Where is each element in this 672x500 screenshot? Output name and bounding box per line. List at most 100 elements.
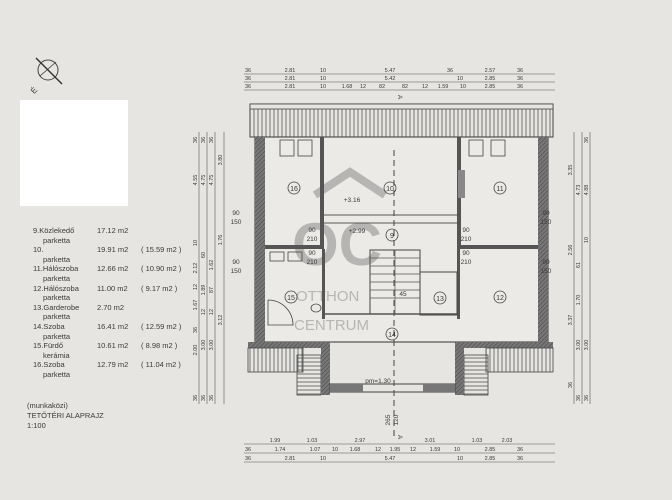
dimension-label: 12	[360, 84, 366, 90]
dimension-label: 36	[245, 84, 251, 90]
room-net-area: ( 11.04 m2 )	[141, 360, 181, 370]
dimension-label: 3.01	[425, 438, 436, 444]
dimension-label: 2.81	[285, 76, 296, 82]
door-width: 90	[308, 227, 316, 234]
dimension-label: 1.62	[209, 260, 215, 271]
dimension-label: 2.56	[568, 245, 574, 256]
dimension-label: 60	[201, 252, 207, 258]
room-number-13: 13	[433, 291, 447, 305]
room-number-10: 10	[383, 181, 397, 195]
dimension-label: 4.75	[201, 175, 207, 186]
dimension-label: 4.75	[209, 175, 215, 186]
sill-height-label: pm=1.30	[365, 378, 391, 385]
room-name: 14.Szoba	[33, 321, 65, 331]
room-name: 12.Hálószoba	[33, 283, 79, 293]
door-width: 90	[462, 227, 470, 234]
dimension-label: 4.73	[576, 185, 582, 196]
dimension-label: 12	[193, 284, 199, 290]
dimension-label: 1.59	[438, 84, 449, 90]
dimension-label: 36	[245, 68, 251, 74]
dimension-label: 3.37	[568, 315, 574, 326]
room-number-9: 9	[385, 228, 399, 242]
svg-text:15: 15	[287, 295, 295, 302]
garderobe-walls	[419, 271, 458, 316]
dimension-label: 3.80	[218, 155, 224, 166]
dimension-label: 1.67	[193, 300, 199, 311]
wall-left	[255, 137, 265, 342]
dimension-label: 2.81	[285, 68, 296, 74]
dimension-label: 12	[422, 84, 428, 90]
room-area: 16.41 m2	[97, 321, 129, 331]
dimension-label: 10	[193, 240, 199, 246]
dimension-label: 2.81	[285, 456, 296, 462]
dimension-label: 36	[517, 447, 523, 453]
dimension-label: 3.00	[584, 340, 590, 351]
dimension-label: 36	[193, 395, 199, 401]
room-finish: parketta	[43, 254, 71, 264]
dormer-left	[247, 342, 330, 396]
svg-text:13: 13	[436, 296, 444, 303]
dimension-label: 10	[584, 237, 590, 243]
dimension-label: 4.55	[193, 175, 199, 186]
room-number-15: 15	[284, 290, 298, 304]
dimension-label: 36	[517, 456, 523, 462]
svg-text:CENTRUM: CENTRUM	[294, 317, 369, 334]
dimension-label: 2.85	[485, 456, 496, 462]
room-number-11: 11	[493, 181, 507, 195]
door-height: 210	[307, 259, 318, 266]
roof-windows	[279, 139, 506, 157]
room-finish: parketta	[43, 369, 71, 379]
dimension-label: 10	[454, 447, 460, 453]
dimension-label: 36	[209, 137, 215, 143]
room-net-area: ( 15.59 m2 )	[141, 245, 182, 255]
redacted-box	[20, 100, 128, 206]
dimension-label: 2.85	[485, 84, 496, 90]
room-area: 19.91 m2	[97, 245, 129, 255]
dimension-label: 10	[460, 84, 466, 90]
room-finish: parketta	[43, 331, 71, 341]
window-width: 90	[232, 210, 240, 217]
dimension-label: 10	[320, 68, 326, 74]
dimension-label: 1.03	[307, 438, 318, 444]
door-height: 210	[461, 259, 472, 266]
window-height: 150	[231, 268, 242, 275]
legend-row: 10.19.91 m2( 15.59 m2 )	[33, 245, 181, 255]
dimension-label: 3.00	[576, 340, 582, 351]
room-name: 11.Hálószoba	[33, 264, 79, 274]
room-finish: kerámia	[43, 350, 70, 360]
room-area: 10.61 m2	[97, 341, 129, 351]
dimension-label: 1.68	[342, 84, 353, 90]
dimension-label: 87	[209, 287, 215, 293]
north-label: É	[29, 86, 39, 96]
window-height: 150	[231, 219, 242, 226]
window-height: 150	[541, 219, 552, 226]
level-label: +2.99	[349, 228, 366, 235]
sink-icon	[269, 251, 285, 262]
dimension-label: 82	[379, 84, 385, 90]
section-marker: A	[396, 95, 403, 100]
window-height: 150	[541, 268, 552, 275]
dimension-label: 5.47	[385, 68, 396, 74]
door-height: 210	[461, 236, 472, 243]
dimension-label: 36	[517, 68, 523, 74]
section-marker: A	[396, 435, 403, 440]
dimension-label: 1.74	[275, 447, 286, 453]
dormer-right	[455, 342, 554, 396]
drawing-title: (munkaközi) TETŐTÉRI ALAPRAJZ 1:100	[27, 401, 104, 431]
chimney	[458, 170, 465, 198]
shower-icon	[267, 299, 294, 326]
dimension-label: 10	[320, 456, 326, 462]
toilet-icon	[310, 303, 322, 313]
window-width: 90	[542, 210, 550, 217]
svg-text:11: 11	[496, 186, 503, 193]
dimension-label: 4.88	[584, 185, 590, 196]
room-name: 13.Garderobe	[33, 302, 80, 312]
building-outline	[254, 136, 549, 343]
room-area: 17.12 m2	[97, 226, 129, 235]
window-width: 90	[542, 259, 550, 266]
dimension-label: 36	[245, 447, 251, 453]
